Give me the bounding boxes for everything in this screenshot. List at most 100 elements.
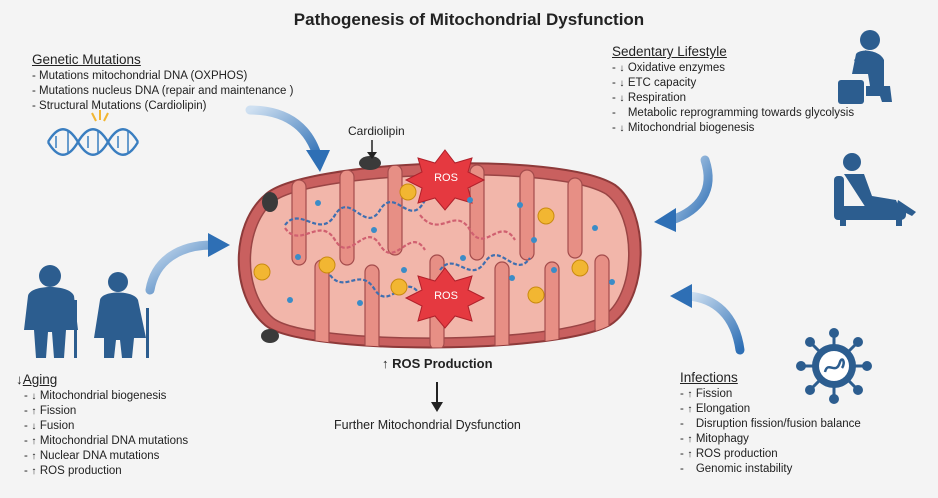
ros-production-mark: ↑	[382, 356, 389, 371]
list-item: - Mutations mitochondrial DNA (OXPHOS)	[32, 70, 248, 82]
aging-block: ↓Aging -↓Mitochondrial biogenesis -↑Fiss…	[16, 372, 188, 479]
ros-badge-bottom: ROS	[434, 290, 458, 302]
list-item-text: Mitochondrial DNA mutations	[39, 435, 189, 447]
list-item-text: Mitochondrial biogenesis	[627, 122, 755, 134]
arrow-aging-to-mito	[145, 233, 230, 295]
arrow-mark: ↓	[619, 93, 625, 104]
arrow-mark: ↑	[687, 389, 693, 400]
arrow-mark: ↑	[31, 451, 37, 462]
list-item-text: ROS production	[695, 448, 778, 460]
list-item: -↓Respiration	[612, 91, 854, 106]
mtdna-strands	[284, 199, 531, 298]
list-item-prefix: -	[680, 448, 684, 460]
list-item-text: Disruption fission/fusion balance	[695, 418, 861, 430]
list-item: -↑Nuclear DNA mutations	[24, 449, 188, 464]
matrix-blue-dots	[287, 197, 615, 306]
list-item-prefix: -	[680, 418, 684, 430]
infections-heading: Infections	[680, 370, 738, 385]
list-item-prefix: -	[24, 420, 28, 432]
dna-sparkle	[91, 110, 109, 122]
list-item-text: Elongation	[695, 403, 751, 415]
list-item: -↑Fission	[24, 404, 188, 419]
list-item-prefix: -	[24, 450, 28, 462]
cardiolipin-pointer-head	[367, 152, 377, 159]
elderly-couple-icon	[24, 265, 149, 358]
list-item-prefix: -	[24, 465, 28, 477]
list-item: -Metabolic reprogramming towards glycoly…	[612, 106, 854, 121]
infections-block: Infections -↑Fission -↑Elongation -Disru…	[680, 370, 861, 477]
list-item-prefix: -	[680, 463, 684, 475]
list-item: -↑ROS production	[24, 464, 188, 479]
list-item: - Structural Mutations (Cardiolipin)	[32, 100, 207, 112]
list-item-prefix: -	[24, 405, 28, 417]
arrow-mark: ↓	[31, 391, 37, 402]
ros-burst-bottom	[404, 267, 486, 329]
list-item-text: Fission	[39, 405, 77, 417]
arrow-sedentary-to-mito	[654, 155, 713, 232]
cardiolipin-markers	[261, 156, 381, 343]
genetic-mutations-block: Genetic Mutations - Mutations mitochondr…	[32, 52, 293, 114]
arrow-mark: ↑	[31, 466, 37, 477]
list-item-text: Respiration	[627, 92, 687, 104]
list-item-text: Metabolic reprogramming towards glycolys…	[627, 107, 855, 119]
genetic-mutations-heading: Genetic Mutations	[32, 52, 141, 67]
list-item-text: Fission	[695, 388, 733, 400]
ros-badge-top: ROS	[434, 172, 458, 184]
list-item-text: ETC capacity	[627, 77, 697, 89]
arrow-mark: ↓	[31, 421, 37, 432]
list-item: -↑Elongation	[680, 402, 861, 417]
aging-list: -↓Mitochondrial biogenesis -↑Fission -↓F…	[16, 389, 188, 479]
aging-heading: ↓Aging	[16, 372, 188, 387]
arrow-mark: ↑	[687, 449, 693, 460]
list-item: -↑Mitochondrial DNA mutations	[24, 434, 188, 449]
ros-production-text: ROS Production	[392, 356, 493, 371]
list-item-text: Mitophagy	[695, 433, 749, 445]
arrow-infections-to-mito	[670, 284, 745, 355]
aging-heading-text: Aging	[22, 372, 58, 387]
arrow-mark: ↑	[687, 434, 693, 445]
list-item: -↓ETC capacity	[612, 76, 854, 91]
sedentary-lifestyle-list: -↓Oxidative enzymes -↓ETC capacity -↓Res…	[612, 61, 854, 136]
virus-icon	[796, 328, 872, 404]
down-arrow-head	[431, 402, 443, 412]
list-item-prefix: -	[680, 433, 684, 445]
list-item: -↓Fusion	[24, 419, 188, 434]
ros-production-label: ↑ ROS Production	[382, 356, 493, 371]
list-item: -↓Mitochondrial biogenesis	[612, 121, 854, 136]
person-in-armchair-icon	[834, 153, 916, 226]
sedentary-lifestyle-block: Sedentary Lifestyle -↓Oxidative enzymes …	[612, 44, 854, 136]
aging-heading-mark: ↓	[16, 372, 23, 387]
further-dysfunction-label: Further Mitochondrial Dysfunction	[334, 418, 521, 432]
list-item-text: Fusion	[39, 420, 75, 432]
matrix-yellow-dots	[253, 183, 589, 304]
list-item-prefix: -	[612, 92, 616, 104]
ros-burst-top	[404, 149, 486, 211]
list-item-prefix: -	[612, 122, 616, 134]
arrow-mark: ↓	[619, 123, 625, 134]
dna-helix-icon	[46, 128, 140, 156]
person-head-in-hands-icon	[838, 30, 892, 104]
list-item-prefix: -	[24, 435, 28, 447]
list-item: -↑ROS production	[680, 447, 861, 462]
list-item-prefix: -	[612, 77, 616, 89]
list-item-text: Genomic instability	[695, 463, 793, 475]
list-item-text: Nuclear DNA mutations	[39, 450, 160, 462]
cardiolipin-label: Cardiolipin	[348, 124, 405, 138]
list-item: -Disruption fission/fusion balance	[680, 417, 861, 432]
genetic-mutations-list: - Mutations mitochondrial DNA (OXPHOS) -…	[32, 69, 293, 114]
arrow-mark: ↓	[619, 63, 625, 74]
list-item-prefix: -	[24, 390, 28, 402]
list-item: -Genomic instability	[680, 462, 861, 477]
list-item-prefix: -	[680, 403, 684, 415]
list-item: -↑Fission	[680, 387, 861, 402]
sedentary-lifestyle-heading: Sedentary Lifestyle	[612, 44, 727, 59]
list-item-text: ROS production	[39, 465, 122, 477]
arrow-genetic-to-mito	[245, 105, 330, 172]
list-item-prefix: -	[612, 107, 616, 119]
list-item: -↓Oxidative enzymes	[612, 61, 854, 76]
page-title: Pathogenesis of Mitochondrial Dysfunctio…	[293, 10, 645, 29]
list-item-text: Oxidative enzymes	[627, 62, 725, 74]
list-item: - Mutations nucleus DNA (repair and main…	[32, 85, 294, 97]
list-item: -↑Mitophagy	[680, 432, 861, 447]
